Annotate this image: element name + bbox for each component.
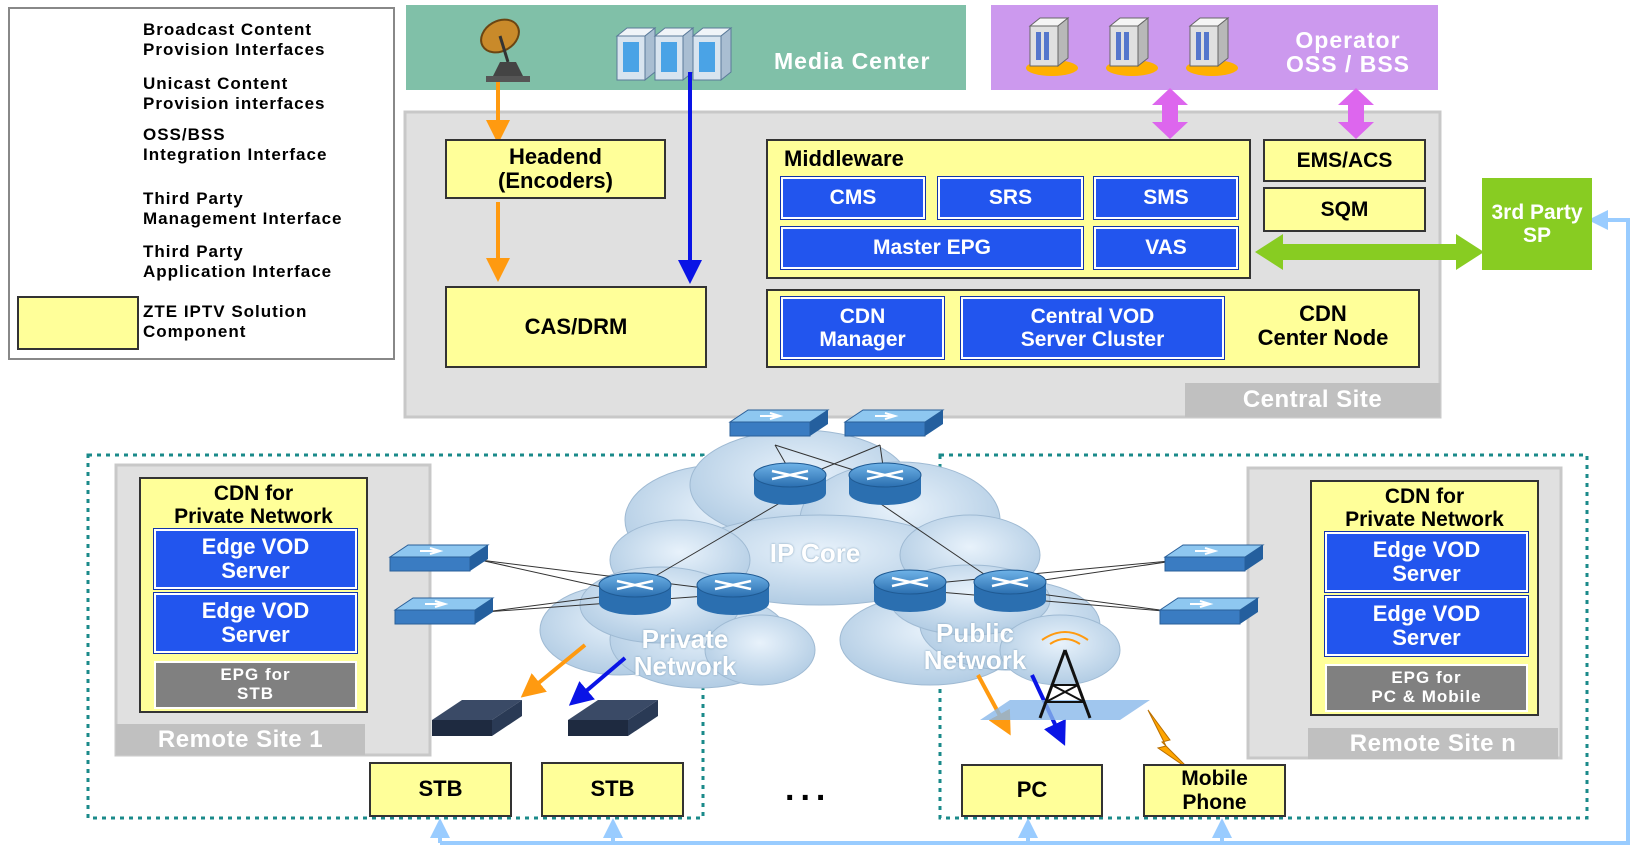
lightning-icon (1147, 709, 1191, 771)
private-network-label: Private Network (633, 624, 737, 682)
router-icon (848, 462, 922, 505)
remote-site-1-label: Remote Site 1 (116, 724, 365, 755)
third-party-sp-box[interactable]: 3rd Party SP (1482, 178, 1592, 270)
switch-icon (1163, 544, 1265, 572)
srs-box[interactable]: SRS (937, 176, 1084, 220)
central-vod-cluster-box[interactable]: Central VOD Server Cluster (960, 296, 1225, 360)
remoten-cdn-title: CDN for Private Network (1345, 485, 1504, 532)
pc-box[interactable]: PC (961, 764, 1103, 817)
satellite-dish-icon (480, 18, 530, 82)
legend-label-third-party-mgmt: Third Party Management Interface (143, 189, 343, 229)
ip-core-label: IP Core (769, 538, 861, 568)
operator-label: Operator OSS / BSS (1285, 27, 1411, 78)
third-party-app-lines (430, 210, 1630, 845)
master-epg-box[interactable]: Master EPG (780, 226, 1084, 270)
stb-2-box[interactable]: STB (541, 762, 684, 817)
router-icon (873, 569, 947, 612)
vas-box[interactable]: VAS (1093, 226, 1239, 270)
wireless-tower-icon (980, 631, 1150, 720)
headend-encoders-box[interactable]: Headend (Encoders) (445, 139, 666, 199)
public-network-label: Public Network (923, 618, 1027, 676)
third-party-mgmt-arrow (1255, 234, 1484, 270)
central-site-label: Central Site (1185, 383, 1440, 417)
sqm-box[interactable]: SQM (1263, 187, 1426, 232)
router-icon (753, 462, 827, 505)
cms-box[interactable]: CMS (780, 176, 926, 220)
operator-server-icons (1026, 16, 1238, 76)
switch-icon (393, 597, 495, 625)
ems-acs-box[interactable]: EMS/ACS (1263, 139, 1426, 182)
legend-label-third-party-app: Third Party Application Interface (143, 242, 333, 282)
remote1-cdn-title: CDN for Private Network (174, 482, 333, 529)
stb-device-icon (568, 700, 658, 736)
switch-icon (1158, 597, 1260, 625)
cdn-manager-box[interactable]: CDN Manager (780, 296, 945, 360)
stb-device-icon (432, 700, 522, 736)
broadcast-arrows (486, 82, 1011, 736)
remote-site-1-boundary (86, 453, 705, 820)
remoten-edge-vod-1[interactable]: Edge VOD Server (1324, 531, 1529, 593)
switch-icons (388, 409, 1265, 625)
remote1-epg-box[interactable]: EPG for STB (154, 661, 357, 709)
sms-box[interactable]: SMS (1093, 176, 1239, 220)
third-party-sp-label: 3rd Party SP (1491, 200, 1583, 247)
cdn-center-node-label: CDN Center Node (1257, 301, 1389, 351)
router-icon (973, 569, 1047, 612)
router-icon (598, 572, 672, 615)
legend-swatch-zte-component (17, 296, 139, 350)
switch-icon (728, 409, 830, 437)
remoten-epg-box[interactable]: EPG for PC & Mobile (1325, 664, 1528, 712)
router-icon (696, 572, 770, 615)
remote-site-n-label: Remote Site n (1308, 728, 1558, 759)
remote1-edge-vod-1[interactable]: Edge VOD Server (153, 528, 358, 590)
legend-label-zte-component: ZTE IPTV Solution Component (143, 302, 308, 342)
router-icons (598, 462, 1047, 615)
remoten-edge-vod-2[interactable]: Edge VOD Server (1324, 595, 1529, 657)
cas-drm-box[interactable]: CAS/DRM (445, 286, 707, 368)
ellipsis-text: ... (785, 770, 832, 808)
legend-label-ossbss: OSS/BSS Integration Interface (143, 125, 328, 165)
stb-1-box[interactable]: STB (369, 762, 512, 817)
mobile-phone-box[interactable]: Mobile Phone (1143, 764, 1286, 817)
remote1-edge-vod-2[interactable]: Edge VOD Server (153, 592, 358, 654)
switch-icon (388, 544, 490, 572)
media-center-label: Media Center (774, 48, 931, 74)
ossbss-arrows (1152, 88, 1374, 139)
middleware-title: Middleware (784, 146, 904, 171)
legend-label-unicast: Unicast Content Provision interfaces (143, 74, 326, 114)
legend-label-broadcast: Broadcast Content Provision Interfaces (143, 20, 326, 60)
switch-icon (843, 409, 945, 437)
media-server-icons (615, 26, 733, 82)
